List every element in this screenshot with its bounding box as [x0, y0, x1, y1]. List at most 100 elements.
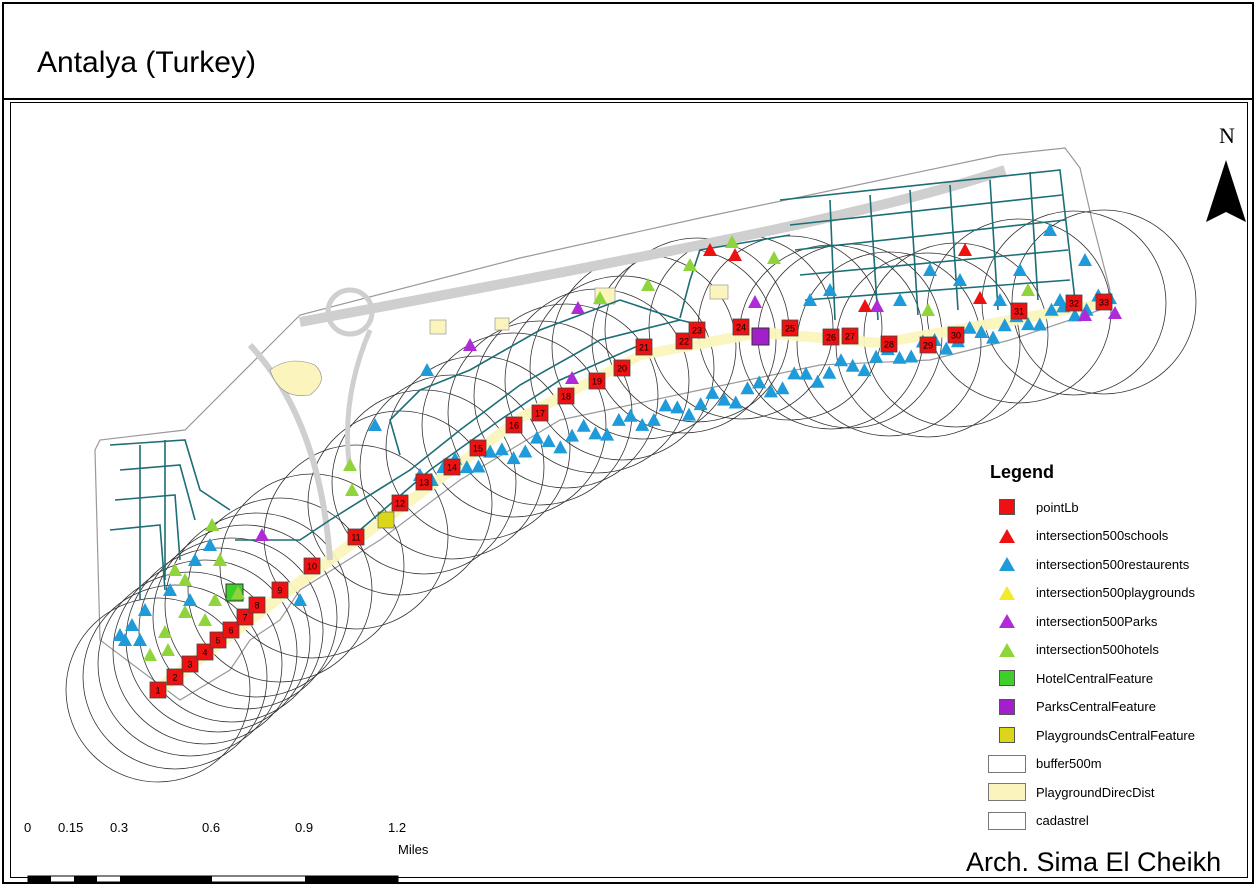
- legend-item-label: PlaygroundDirecDist: [1036, 784, 1155, 800]
- restaurant-triangle: [646, 412, 661, 426]
- north-arrow-icon: [1206, 160, 1246, 222]
- hotel-triangle: [208, 593, 222, 606]
- pointlb-marker: [181, 655, 199, 673]
- triangle-icon: [986, 610, 1028, 632]
- pointlb-marker: [209, 631, 227, 649]
- hotel-triangle: [158, 625, 172, 638]
- pointlb-label: 20: [617, 364, 627, 374]
- triangle-icon: [986, 582, 1028, 604]
- restaurant-triangle: [904, 349, 919, 363]
- restaurant-triangle: [1053, 293, 1067, 306]
- restaurant-triangle: [483, 444, 498, 458]
- restaurant-triangle: [138, 603, 152, 616]
- pointlb-marker: [303, 557, 321, 575]
- triangle-icon: [986, 525, 1028, 547]
- buffer-circle: [152, 524, 338, 710]
- swatch-icon: [986, 810, 1028, 832]
- scale-tick-label: 1.2: [388, 820, 407, 835]
- square-icon: [986, 696, 1028, 718]
- park-triangle: [1108, 306, 1122, 319]
- scale-bar: 0 0.15 0.3 0.6 0.9 1.2 Miles: [0, 820, 470, 880]
- hotel-triangle: [683, 258, 697, 271]
- scale-tick-label: 0.9: [295, 820, 314, 835]
- restaurant-triangle: [834, 353, 849, 367]
- pointlb-marker: [415, 473, 433, 491]
- hotel-triangle: [345, 483, 359, 496]
- pointlb-marker: [732, 318, 750, 336]
- pointlb-label: 8: [254, 601, 259, 611]
- legend-item-label: intersection500restaurents: [1036, 556, 1190, 572]
- pointlb-label: 26: [826, 333, 836, 343]
- hotel-triangle: [921, 303, 935, 316]
- restaurant-triangle: [506, 451, 521, 465]
- pointlb-marker: [613, 359, 631, 377]
- author-credit: Arch. Sima El Cheikh: [966, 847, 1222, 877]
- legend-item: intersection500playgrounds: [986, 579, 1246, 608]
- legend-item-label: pointLb: [1036, 499, 1079, 515]
- restaurant-triangle: [798, 366, 813, 380]
- pointlb-label: 25: [785, 324, 795, 334]
- pointlb-marker: [635, 338, 653, 356]
- restaurant-triangle: [997, 318, 1012, 332]
- park-triangle: [1078, 308, 1092, 321]
- pointlb-label: 2: [172, 673, 177, 683]
- swatch-icon: [986, 753, 1028, 775]
- hotel-triangle: [161, 643, 175, 656]
- restaurant-triangle: [576, 418, 591, 432]
- park-triangle: [463, 338, 477, 351]
- buffer-circle: [82, 584, 268, 770]
- pointlb-marker: [248, 596, 266, 614]
- legend-item: intersection500restaurents: [986, 550, 1246, 579]
- restaurant-triangle: [368, 418, 382, 431]
- restaurant-triangle: [775, 381, 790, 395]
- restaurant-triangle: [752, 375, 767, 389]
- legend-item-label: intersection500schools: [1036, 528, 1169, 544]
- restaurant-triangle: [993, 293, 1007, 306]
- scale-unit: Miles: [398, 842, 429, 857]
- restaurant-triangle: [670, 400, 685, 414]
- legend-item-label: ParksCentralFeature: [1036, 699, 1156, 715]
- scale-tick-label: 0.3: [110, 820, 129, 835]
- pointlb-label: 13: [419, 478, 429, 488]
- hotel-triangle: [178, 573, 192, 586]
- pointlb-label: 11: [351, 533, 360, 543]
- buffer-circle: [473, 303, 659, 489]
- square-icon: [986, 667, 1028, 689]
- buffer-circle: [421, 332, 607, 518]
- legend-item: cadastrel: [986, 807, 1246, 836]
- restaurant-triangle: [635, 417, 650, 431]
- hotel-triangle: [178, 605, 192, 618]
- school-triangle: [973, 291, 987, 304]
- restaurant-triangle: [962, 320, 977, 334]
- restaurant-triangle: [183, 593, 197, 606]
- park-triangle: [565, 371, 579, 384]
- buffer-circle: [331, 389, 517, 575]
- restaurant-triangle: [787, 366, 802, 380]
- buffer-circle: [164, 512, 350, 698]
- pointlb-marker: [675, 332, 693, 350]
- pointlb-label: 15: [473, 444, 483, 454]
- restaurant-triangle: [763, 384, 778, 398]
- restaurant-triangle: [188, 553, 202, 566]
- pointlb-label: 28: [884, 340, 894, 350]
- restaurant-triangle: [1013, 263, 1027, 276]
- buffer-circle: [65, 597, 251, 783]
- pointlb-marker: [1095, 293, 1113, 311]
- pointlb-label: 18: [561, 392, 571, 402]
- hotel-triangle: [231, 586, 245, 599]
- restaurant-triangle: [125, 618, 139, 631]
- buffer-circle: [138, 537, 324, 723]
- pointlb-marker: [947, 326, 965, 344]
- legend-item-label: intersection500hotels: [1036, 642, 1159, 658]
- legend-item-label: PlaygroundsCentralFeature: [1036, 727, 1195, 743]
- restaurant-triangle: [494, 442, 509, 456]
- pointlb-label: 4: [202, 648, 207, 658]
- hotel-triangle: [767, 251, 781, 264]
- scale-tick-label: 0: [24, 820, 32, 835]
- school-triangle: [728, 248, 742, 261]
- buffer-circle: [529, 275, 715, 461]
